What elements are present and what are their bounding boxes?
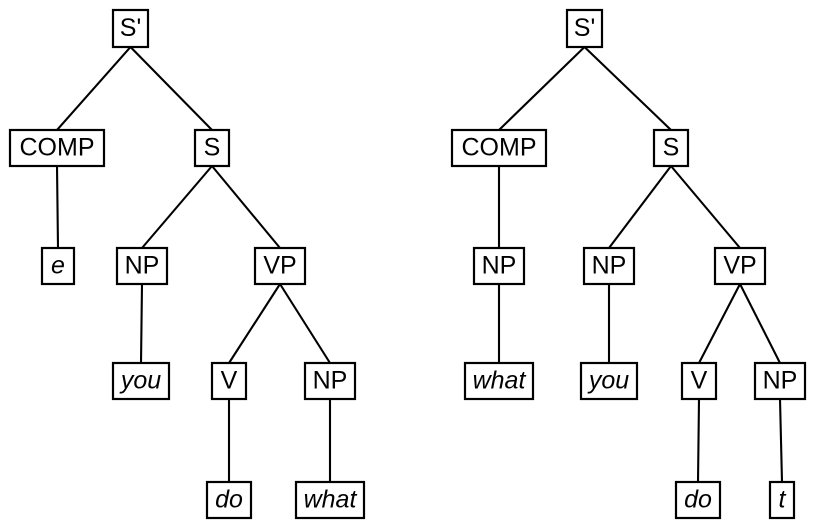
tree-node-R-NP1: NP xyxy=(582,246,636,286)
tree-edge-L-VP-to-L-V xyxy=(228,283,281,364)
node-box-R-do xyxy=(674,480,722,520)
node-label-L-COMP: COMP xyxy=(20,134,95,162)
tree-edge-L-S-to-L-NP1 xyxy=(141,165,213,249)
tree-edge-R-VP-to-R-V xyxy=(698,283,741,364)
node-label-R-do: do xyxy=(684,486,712,514)
node-box-L-V xyxy=(210,361,248,401)
tree-edge-L-Sbar-to-L-COMP xyxy=(56,46,132,131)
node-label-R-Sbar: S' xyxy=(574,14,595,42)
tree-node-R-COMP: COMP xyxy=(450,128,548,168)
node-label-R-VP: VP xyxy=(723,252,756,280)
tree-edge-L-S-to-L-VP xyxy=(211,165,281,249)
node-box-L-you xyxy=(111,361,171,401)
node-box-L-Sbar xyxy=(111,8,150,49)
node-box-R-S xyxy=(652,128,690,168)
node-label-L-Sbar: S' xyxy=(120,14,141,42)
node-label-L-you: you xyxy=(119,367,161,395)
node-label-L-e: e xyxy=(51,252,65,280)
tree-node-R-what: what xyxy=(463,361,535,401)
node-label-L-VP: VP xyxy=(263,252,296,280)
node-label-L-S: S xyxy=(204,134,221,162)
tree-node-L-e: e xyxy=(40,246,76,286)
node-box-R-NP0 xyxy=(472,246,526,286)
tree-node-L-you: you xyxy=(111,361,171,401)
node-label-R-you: you xyxy=(587,367,629,395)
node-box-L-S xyxy=(193,128,231,168)
node-box-L-VP xyxy=(253,246,307,286)
node-label-R-S: S xyxy=(663,134,680,162)
surface-structure-tree-edges xyxy=(497,46,784,483)
tree-edge-L-COMP-to-L-e xyxy=(55,165,60,249)
tree-edge-R-Sbar-to-R-COMP xyxy=(498,46,586,131)
node-box-L-what xyxy=(294,480,366,520)
tree-node-L-V: V xyxy=(210,361,248,401)
node-label-R-NP0: NP xyxy=(482,252,517,280)
node-box-R-COMP xyxy=(450,128,548,168)
node-box-L-do xyxy=(205,480,253,520)
surface-structure-tree-nodes: S' COMP S NP NP VP what you V NP do t xyxy=(450,8,807,520)
tree-node-L-S: S xyxy=(193,128,231,168)
node-box-L-e xyxy=(40,246,76,286)
node-label-L-NP1: NP xyxy=(125,252,160,280)
tree-edge-R-VP-to-R-NP2 xyxy=(739,283,781,364)
node-label-R-COMP: COMP xyxy=(462,134,537,162)
node-box-R-V xyxy=(680,361,718,401)
node-box-R-NP2 xyxy=(753,361,807,401)
edges-layer xyxy=(55,46,784,483)
tree-node-L-NP1: NP xyxy=(115,246,169,286)
tree-node-R-NP2: NP xyxy=(753,361,807,401)
tree-node-R-NP0: NP xyxy=(472,246,526,286)
node-box-R-what xyxy=(463,361,535,401)
node-box-R-Sbar xyxy=(565,8,604,49)
tree-node-R-Sbar: S' xyxy=(565,8,604,49)
node-label-R-what: what xyxy=(473,367,527,395)
tree-edge-L-NP1-to-L-you xyxy=(139,283,144,364)
node-label-L-what: what xyxy=(304,486,358,514)
node-label-L-do: do xyxy=(215,486,243,514)
tree-node-R-S: S xyxy=(652,128,690,168)
tree-node-R-do: do xyxy=(674,480,722,520)
tree-edge-R-S-to-R-NP1 xyxy=(608,165,672,249)
tree-node-L-do: do xyxy=(205,480,253,520)
node-label-L-NP2: NP xyxy=(313,367,348,395)
tree-edge-R-NP2-to-R-t xyxy=(778,398,784,483)
tree-node-L-Sbar: S' xyxy=(111,8,150,49)
node-box-R-VP xyxy=(713,246,767,286)
node-box-L-NP1 xyxy=(115,246,169,286)
tree-node-R-you: you xyxy=(579,361,639,401)
node-label-R-NP2: NP xyxy=(763,367,798,395)
node-box-R-t xyxy=(768,480,796,520)
node-box-R-you xyxy=(579,361,639,401)
tree-node-L-VP: VP xyxy=(253,246,307,286)
tree-edge-L-Sbar-to-L-S xyxy=(129,46,213,131)
node-label-R-t: t xyxy=(779,486,787,514)
node-box-L-COMP xyxy=(8,128,106,168)
node-label-R-V: V xyxy=(691,367,708,395)
tree-edge-L-VP-to-L-NP2 xyxy=(279,283,331,364)
tree-node-L-NP2: NP xyxy=(303,361,357,401)
tree-node-R-V: V xyxy=(680,361,718,401)
node-box-R-NP1 xyxy=(582,246,636,286)
tree-edge-R-Sbar-to-R-S xyxy=(583,46,672,131)
tree-node-R-VP: VP xyxy=(713,246,767,286)
node-box-L-NP2 xyxy=(303,361,357,401)
tree-edge-R-S-to-R-VP xyxy=(670,165,741,249)
tree-edge-R-V-to-R-do xyxy=(696,398,701,483)
node-label-L-V: V xyxy=(221,367,238,395)
tree-node-L-what: what xyxy=(294,480,366,520)
tree-node-L-COMP: COMP xyxy=(8,128,106,168)
deep-structure-tree-edges xyxy=(55,46,332,482)
node-label-R-NP1: NP xyxy=(592,252,627,280)
tree-node-R-t: t xyxy=(768,480,796,520)
